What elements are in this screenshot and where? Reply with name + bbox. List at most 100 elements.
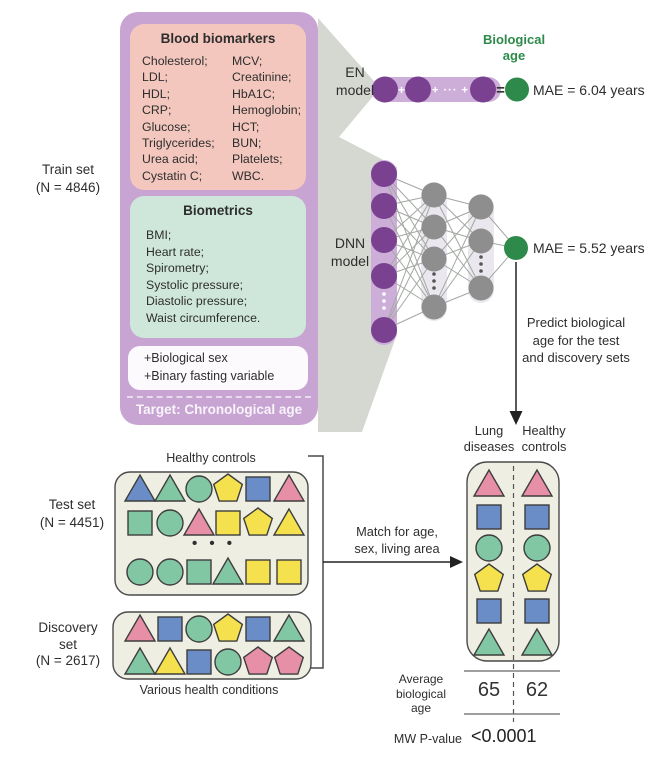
- list-item: Urea acid;: [142, 152, 199, 167]
- list-item: Diastolic pressure;: [146, 294, 248, 308]
- list-item: Waist circumference.: [146, 310, 261, 325]
- triangle-green-shape: [472, 627, 506, 656]
- extra-variables-list: +Biological sex +Binary fasting variable: [144, 350, 274, 385]
- list-item: age for the test: [532, 332, 620, 348]
- predict-note: Predict biological age for the test and di…: [506, 314, 646, 367]
- network-edges: [383, 173, 517, 331]
- circle-green-shape: [126, 558, 154, 586]
- list-item: model: [335, 82, 375, 98]
- circle-green-shape: [475, 534, 503, 562]
- list-item: biological: [395, 686, 447, 701]
- circle-green-shape: [523, 534, 551, 562]
- square-blue-shape: [524, 504, 550, 530]
- dnn-input-node: [371, 193, 397, 219]
- dnn-hidden1-node: [421, 182, 447, 208]
- dnn-hidden2-node: [468, 228, 494, 254]
- blood-biomarkers-col2: MCV;Creatinine;HbA1C;Hemoglobin;HCT;BUN;…: [232, 53, 301, 184]
- triangle-green-shape: [520, 627, 554, 656]
- network-edge: [383, 258, 435, 331]
- biometrics-title: Biometrics: [183, 203, 253, 218]
- ellipsis-dot: [382, 292, 386, 296]
- list-item: Predict biological: [526, 315, 626, 330]
- list-item: Average: [398, 672, 444, 686]
- square-yellow-shape: [245, 559, 271, 585]
- square-blue-shape: [524, 598, 550, 624]
- dnn-hidden1-node: [421, 294, 447, 320]
- list-item: BUN;: [232, 136, 262, 151]
- list-item: (N = 4846): [35, 180, 101, 195]
- test-set-label: Test set(N = 4451): [22, 496, 122, 531]
- biometrics-panel: Biometrics BMI;Heart rate;Spirometry;Sys…: [130, 196, 306, 338]
- extra-variables-panel: +Biological sex +Binary fasting variable: [128, 346, 308, 390]
- list-item: Train set: [41, 162, 95, 177]
- square-yellow-shape: [215, 510, 241, 536]
- dnn-hidden2-node: [468, 194, 494, 220]
- en-plus-sign: +: [398, 83, 405, 97]
- list-item: Healthy: [522, 423, 566, 438]
- match-arrowhead: [450, 556, 463, 568]
- ellipsis-dots: • • •: [191, 535, 233, 552]
- blood-biomarkers-title: Blood biomarkers: [160, 31, 276, 46]
- network-edge: [383, 194, 435, 277]
- triangle-pink-shape: [123, 613, 157, 642]
- list-item: Test set: [48, 497, 96, 512]
- test-set-shapes: [123, 473, 306, 586]
- avg-age-lung-value: 65: [477, 679, 501, 701]
- list-item: +Biological sex: [144, 351, 228, 365]
- list-item: DNN: [334, 235, 366, 251]
- list-item: Systolic pressure;: [146, 277, 244, 292]
- network-edge: [383, 205, 435, 308]
- discovery-set-shapes: [123, 613, 306, 676]
- pentagon-yellow-shape: [212, 613, 244, 642]
- pentagon-yellow-shape: [473, 563, 505, 592]
- list-item: +Binary fasting variable: [144, 368, 275, 383]
- list-item: age: [502, 47, 526, 63]
- square-blue-shape: [186, 649, 212, 675]
- ellipsis-dot: [382, 299, 386, 303]
- ellipsis-dot: [382, 306, 386, 310]
- list-item: HDL;: [142, 86, 171, 101]
- triangle-blue-shape: [123, 473, 157, 502]
- en-feature-node: [470, 76, 496, 103]
- list-item: age: [410, 701, 432, 715]
- en-feature-node: [405, 76, 431, 103]
- list-item: Cystatin C;: [142, 168, 203, 183]
- list-item: (N = 2617): [35, 653, 101, 668]
- list-item: BMI;: [146, 228, 172, 242]
- network-edge: [433, 240, 482, 308]
- list-item: and discovery sets: [522, 350, 630, 365]
- list-item: diseases: [463, 438, 515, 454]
- list-item: CRP;: [142, 103, 172, 118]
- en-mae-value: MAE = 6.04 years: [533, 82, 645, 98]
- match-note: Match for age,sex, living area: [336, 524, 458, 557]
- train-set-panel: Blood biomarkers Cholesterol;LDL;HDL;CRP…: [120, 12, 318, 425]
- circle-green-shape: [156, 558, 184, 586]
- en-plus-dots: + ··· +: [432, 85, 469, 97]
- circle-green-shape: [156, 509, 184, 537]
- ellipsis-dot: [479, 262, 483, 266]
- list-item: HCT;: [232, 119, 260, 134]
- dnn-output-node: [504, 236, 528, 260]
- circle-green-shape: [214, 648, 242, 676]
- train-set-label: Train set (N = 4846): [18, 161, 118, 197]
- dnn-mae-value: MAE = 5.52 years: [533, 240, 645, 256]
- pentagon-yellow-shape: [521, 563, 553, 592]
- triangle-green-shape: [153, 473, 187, 502]
- list-item: Heart rate;: [146, 244, 205, 259]
- en-output-node: [505, 77, 529, 102]
- square-yellow-shape: [276, 559, 302, 585]
- pentagon-yellow-shape: [242, 507, 274, 536]
- ellipsis-dot: [479, 255, 483, 259]
- test-set-caption: Healthy controls: [166, 451, 256, 465]
- mw-pvalue-value: <0.0001: [471, 726, 537, 746]
- target-label: Target: Chronological age: [135, 402, 303, 417]
- network-edge: [433, 194, 482, 289]
- square-green-shape: [186, 559, 212, 585]
- dnn-input-node: [371, 263, 397, 289]
